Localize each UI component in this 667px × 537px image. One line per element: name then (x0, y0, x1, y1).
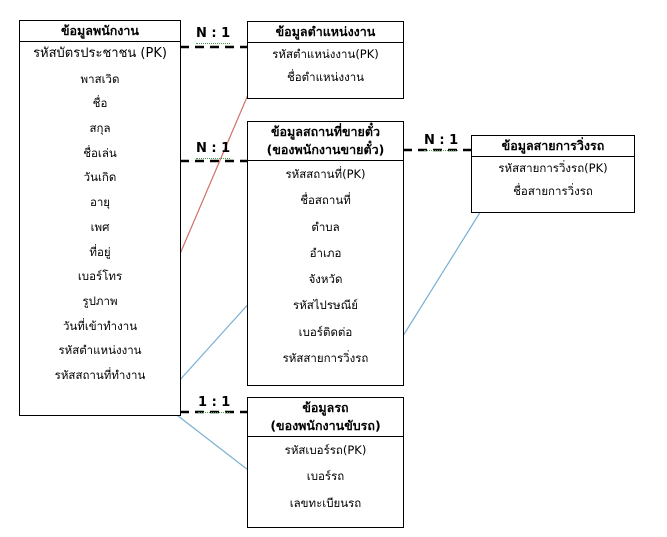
entity-title: ข้อมูลสายการวิ่งรถ (472, 136, 634, 157)
relation-label-employee-car: 1 : 1 (198, 395, 231, 413)
entity-title-line: ข้อมูลรถ (302, 400, 349, 415)
relation-label-station-route: N : 1 (424, 133, 459, 151)
field: รหัสบัตรประชาชน (PK) (33, 46, 167, 61)
field: ชื่อสายการวิ่งรถ (513, 184, 593, 198)
entity-title: ข้อมูลสถานที่ขายตั๋ว (ของพนักงานขายตั๋ว) (248, 122, 403, 161)
field: อายุ (89, 195, 111, 210)
field: จังหวัด (308, 272, 343, 287)
field: ตำบล (311, 219, 340, 234)
relation-label-employee-position: N : 1 (196, 26, 231, 44)
field: ที่อยู่ (89, 244, 111, 259)
relation-text: N : 1 (424, 133, 459, 148)
field: ชื่อสถานที่ (300, 193, 351, 208)
entity-employee: ข้อมูลพนักงาน รหัสบัตรประชาชน (PK) พาสเว… (19, 20, 181, 416)
entity-route: ข้อมูลสายการวิ่งรถ รหัสสายการวิ่งรถ(PK) … (471, 135, 635, 213)
field: รูปภาพ (82, 293, 118, 308)
entity-title-line: (ของพนักงานขับรถ) (270, 418, 381, 433)
field: รหัสไปรษณีย์ (292, 298, 359, 313)
field: รหัสสถานที่(PK) (285, 167, 366, 181)
field: รหัสสายการวิ่งรถ (282, 351, 369, 366)
entity-title: ข้อมูลรถ (ของพนักงานขับรถ) (248, 398, 403, 437)
entity-title: ข้อมูลตำแหน่งงาน (248, 22, 403, 43)
field: รหัสสายการวิ่งรถ(PK) (498, 161, 608, 175)
field: เลขทะเบียนรถ (289, 495, 362, 510)
field: เบอร์รถ (306, 469, 345, 484)
relation-text: N : 1 (196, 26, 231, 41)
relation-text: 1 : 1 (198, 395, 231, 410)
field: รหัสตำแหน่งงาน (58, 343, 142, 358)
entity-title: ข้อมูลพนักงาน (20, 21, 180, 42)
field: วันที่เข้าทำงาน (62, 318, 138, 333)
field: รหัสตำแหน่งงาน(PK) (272, 47, 379, 61)
entity-position: ข้อมูลตำแหน่งงาน รหัสตำแหน่งงาน(PK) ชื่อ… (247, 21, 404, 99)
field: อำเภอ (309, 245, 342, 260)
field: ชื่อตำแหน่งงาน (286, 70, 365, 84)
field: รหัสเบอร์รถ(PK) (284, 443, 367, 457)
entity-title-line: ข้อมูลสถานที่ขายตั๋ว (271, 124, 380, 139)
field: ชื่อเล่น (83, 145, 117, 160)
field: เพศ (90, 219, 110, 234)
field: ชื่อ (92, 96, 108, 111)
field: พาสเวิด (80, 71, 120, 86)
field: สกุล (89, 121, 111, 136)
entity-car: ข้อมูลรถ (ของพนักงานขับรถ) รหัสเบอร์รถ(P… (247, 397, 404, 528)
field: เบอร์โทร (77, 269, 123, 284)
field: วันเกิด (83, 170, 117, 185)
entity-title-line: (ของพนักงานขายตั๋ว) (266, 142, 385, 157)
relation-text: N : 1 (196, 141, 231, 156)
entity-station: ข้อมูลสถานที่ขายตั๋ว (ของพนักงานขายตั๋ว)… (247, 121, 404, 386)
field: รหัสสถานที่ทำงาน (54, 367, 146, 382)
relation-label-employee-station: N : 1 (196, 141, 231, 159)
field: เบอร์ติดต่อ (298, 324, 353, 339)
